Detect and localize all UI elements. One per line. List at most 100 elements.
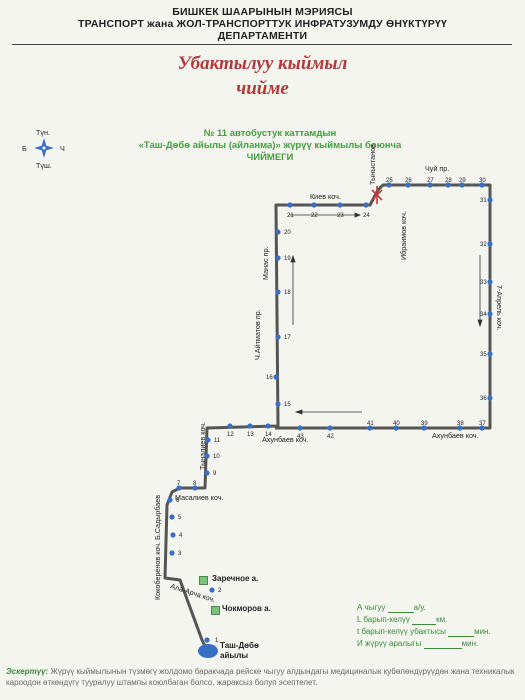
street-ala-archa: Ала-Арча коч. bbox=[169, 581, 216, 604]
stop-marker-22 bbox=[311, 202, 317, 208]
street-ibraimov: Ибраимов коч. bbox=[399, 211, 408, 260]
stop-number-8: 8 bbox=[193, 481, 197, 487]
info-row-3-label: t барып-келүү убактысы bbox=[357, 627, 446, 636]
stop-marker-15 bbox=[275, 401, 281, 407]
info-row-3-blank bbox=[448, 628, 475, 637]
zarechnoe-marker bbox=[199, 576, 208, 585]
stop-number-10: 10 bbox=[213, 454, 220, 460]
street-kokoberenev: Кокоберенов коч. Б.Садырбаев bbox=[153, 495, 162, 600]
stop-marker-37 bbox=[479, 425, 485, 431]
header-rule bbox=[12, 44, 512, 45]
street-kiev: Киев коч. bbox=[310, 192, 341, 201]
info-row-1-blank bbox=[387, 604, 414, 613]
chokmorov-marker bbox=[211, 606, 220, 615]
street-akhunbaev-1: Ахунбаев коч. bbox=[262, 435, 309, 444]
street-tynystanov: Тыныстанов bbox=[368, 144, 377, 185]
stop-number-2: 2 bbox=[218, 588, 222, 594]
compass-west: Б bbox=[22, 144, 27, 153]
direction-arrows bbox=[290, 212, 483, 415]
stop-number-27: 27 bbox=[427, 178, 434, 184]
stop-number-28: 28 bbox=[445, 178, 452, 184]
stop-marker-21 bbox=[287, 202, 293, 208]
stop-marker-16 bbox=[273, 374, 279, 380]
stop-number-17: 17 bbox=[284, 335, 291, 341]
info-row-3-unit: мин. bbox=[474, 627, 491, 636]
title-line-1: Убактылуу кыймыл bbox=[177, 53, 348, 74]
stop-marker-31 bbox=[487, 197, 493, 203]
stop-marker-39 bbox=[421, 425, 427, 431]
street-chuy: Чуй пр. bbox=[425, 164, 449, 173]
stop-number-36: 36 bbox=[480, 396, 487, 402]
closure-icon bbox=[371, 186, 383, 204]
info-row-3: t барып-келүү убактысы мин. bbox=[357, 626, 491, 637]
stop-number-39: 39 bbox=[421, 421, 428, 427]
stop-marker-20 bbox=[275, 229, 281, 235]
info-row-4: И жүрүү аралыгы мин. bbox=[357, 638, 478, 649]
stop-number-18: 18 bbox=[284, 290, 291, 296]
stop-number-40: 40 bbox=[393, 421, 400, 427]
stop-marker-29 bbox=[459, 182, 465, 188]
stop-number-43: 43 bbox=[297, 434, 304, 440]
stop-marker-8 bbox=[192, 485, 198, 491]
stop-marker-13 bbox=[247, 423, 253, 429]
compass-east: Ч bbox=[60, 144, 65, 153]
stop-marker-41 bbox=[367, 425, 373, 431]
stop-marker-12 bbox=[227, 423, 233, 429]
stop-number-9: 9 bbox=[213, 471, 217, 477]
stop-marker-42 bbox=[327, 425, 333, 431]
stop-number-37: 37 bbox=[479, 421, 486, 427]
stop-number-15: 15 bbox=[284, 402, 291, 408]
info-row-4-blank bbox=[423, 640, 462, 649]
stop-marker-38 bbox=[457, 425, 463, 431]
stop-marker-28 bbox=[445, 182, 451, 188]
stop-marker-5 bbox=[169, 514, 175, 520]
info-row-4-label: И жүрүү аралыгы bbox=[357, 639, 422, 648]
stop-number-22: 22 bbox=[311, 213, 318, 219]
terminal-marker bbox=[198, 644, 218, 658]
stop-number-24: 24 bbox=[363, 213, 370, 219]
stop-number-11: 11 bbox=[214, 438, 221, 444]
stop-marker-2 bbox=[209, 587, 215, 593]
compass-south: Түш. bbox=[36, 161, 52, 170]
stop-number-21: 21 bbox=[287, 213, 294, 219]
stop-number-4: 4 bbox=[179, 533, 183, 539]
place-chokmorov: Чокморов а. bbox=[222, 604, 271, 613]
stop-marker-9 bbox=[204, 470, 210, 476]
stop-number-6: 6 bbox=[176, 498, 180, 504]
stop-marker-36 bbox=[487, 395, 493, 401]
stop-marker-14 bbox=[265, 423, 271, 429]
stop-number-12: 12 bbox=[227, 432, 234, 438]
stop-number-1: 1 bbox=[215, 638, 219, 644]
stop-marker-30 bbox=[479, 182, 485, 188]
stop-marker-6 bbox=[167, 497, 173, 503]
info-row-2-unit: км. bbox=[436, 615, 448, 624]
stop-marker-4 bbox=[170, 532, 176, 538]
stop-number-34: 34 bbox=[480, 312, 487, 318]
footnote: Эскертүү: Жүрүү кыймылынын түзмөгү жолдо… bbox=[6, 666, 521, 688]
footnote-label: Эскертүү: bbox=[6, 667, 49, 676]
subtitle-line-2: «Таш-Дөбө айылы (айланма)» жүрүү кыймылы… bbox=[138, 140, 402, 151]
stop-number-3: 3 bbox=[178, 551, 182, 557]
header-line-1: БИШКЕК ШААРЫНЫН МЭРИЯСЫ bbox=[172, 6, 353, 18]
stop-number-7: 7 bbox=[177, 481, 181, 487]
stop-number-14: 14 bbox=[265, 432, 272, 438]
stop-marker-3 bbox=[169, 550, 175, 556]
info-row-2-label: L барып-келүү bbox=[357, 615, 410, 624]
stop-number-13: 13 bbox=[247, 432, 254, 438]
stop-number-20: 20 bbox=[284, 230, 291, 236]
stop-marker-24 bbox=[363, 202, 369, 208]
stop-marker-1 bbox=[204, 637, 210, 643]
info-row-1: А чыгуу а/у. bbox=[357, 602, 426, 613]
stop-marker-27 bbox=[427, 182, 433, 188]
subtitle-line-1: № 11 автобустук каттамдын bbox=[203, 128, 337, 139]
stop-marker-43 bbox=[297, 425, 303, 431]
street-tynaliev: Тыналиев коч. bbox=[198, 422, 207, 470]
compass-icon: Түн. Түш. Б Ч bbox=[22, 128, 65, 170]
stop-number-23: 23 bbox=[337, 213, 344, 219]
stop-number-30: 30 bbox=[479, 178, 486, 184]
info-row-2: L барып-келүү км. bbox=[357, 614, 447, 625]
header-line-2: ТРАНСПОРТ жана ЖОЛ-ТРАНСПОРТТУК ИНФРАТУЗ… bbox=[78, 18, 447, 30]
stop-number-19: 19 bbox=[284, 256, 291, 262]
info-row-4-unit: мин. bbox=[461, 639, 479, 648]
